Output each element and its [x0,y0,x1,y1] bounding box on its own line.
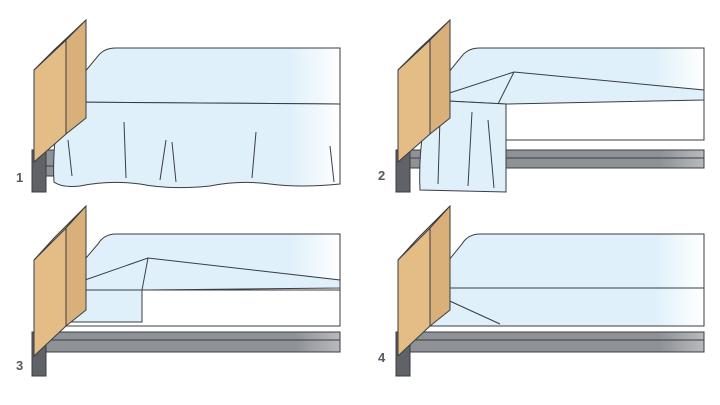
headboard [33,204,87,358]
panel-4 [395,204,705,377]
headboard [397,18,451,164]
step-number-3: 3 [16,358,24,373]
step-number-1: 1 [16,170,24,185]
bed-frame [31,331,341,377]
bed-frame [395,331,705,377]
headboard [33,18,87,164]
panel-1 [31,18,341,193]
mattress [424,233,705,289]
mattress [58,47,341,105]
panel-3 [31,204,341,377]
panel-2 [395,18,705,193]
bedspread [53,101,341,189]
step-number-4: 4 [378,350,386,365]
step-number-2: 2 [378,168,386,183]
headboard [397,204,451,358]
finished-sheet [422,287,705,327]
